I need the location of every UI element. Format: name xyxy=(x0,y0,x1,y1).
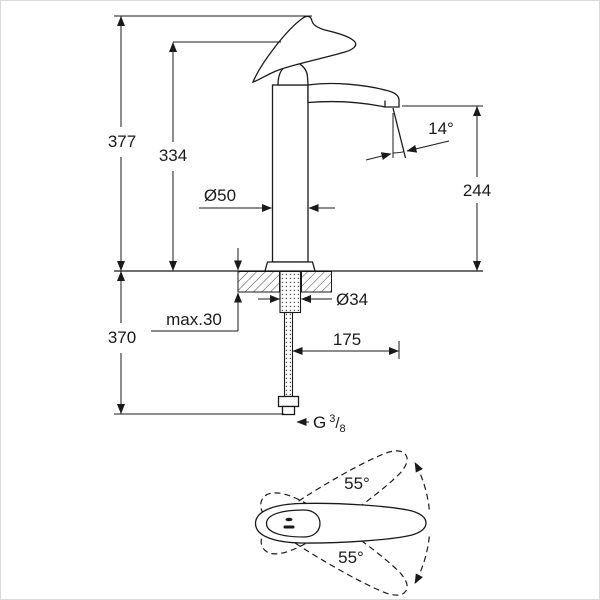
faucet-body xyxy=(271,84,309,263)
stream-angle-arc xyxy=(392,151,405,154)
hose-connector-nut xyxy=(277,395,300,408)
swivel-arc-lower xyxy=(414,536,430,585)
hose-connector-tip xyxy=(281,405,296,416)
dim-label-14deg: 14° xyxy=(428,119,454,138)
dim-label-334: 334 xyxy=(159,146,187,165)
dim-label-175: 175 xyxy=(333,330,361,349)
dim-lever-height: 334 xyxy=(159,41,281,271)
dim-label-max30: max.30 xyxy=(166,310,222,329)
dim-body-diameter: Ø50 xyxy=(199,186,335,212)
dim-label-244: 244 xyxy=(463,181,491,200)
lever-top-view: 55° 55° xyxy=(251,437,430,599)
counter-hatch-left xyxy=(237,271,280,293)
lever-handle xyxy=(251,15,357,83)
dim-outlet-height: 244 xyxy=(402,105,491,271)
dim-hose-length: 370 xyxy=(108,271,284,415)
dim-label-o34: Ø34 xyxy=(336,290,368,309)
threaded-shank xyxy=(279,270,302,314)
dim-total-height: 377 xyxy=(108,15,312,271)
dim-label-377: 377 xyxy=(108,132,136,151)
dim-label-55-lower: 55° xyxy=(338,548,364,567)
dim-outlet-reach: 175 xyxy=(292,330,400,359)
spout xyxy=(307,82,400,108)
dim-hole-diameter: Ø34 xyxy=(258,290,368,309)
water-stream-line xyxy=(392,107,407,159)
base-flange xyxy=(264,261,316,272)
dim-stream-angle: 14° xyxy=(365,119,454,161)
swivel-arc-upper xyxy=(414,461,430,510)
lever-cap-dash xyxy=(283,525,295,529)
lever-cap-inner-outline xyxy=(265,509,321,538)
flexible-hose xyxy=(283,311,294,398)
dim-label-o50: Ø50 xyxy=(204,186,236,205)
lever-swivel-up-outline xyxy=(251,437,418,566)
dim-label-370: 370 xyxy=(108,328,136,347)
dim-label-55-upper: 55° xyxy=(344,474,370,493)
lever-center-outline xyxy=(254,502,427,544)
angle-arrow-left xyxy=(365,152,392,161)
counter-hatch-right xyxy=(301,271,332,293)
dim-max-thickness: max.30 xyxy=(151,248,242,332)
angle-arrow-right xyxy=(406,140,450,153)
lever-cap-dot xyxy=(285,517,293,522)
faucet-side-view xyxy=(114,15,483,416)
